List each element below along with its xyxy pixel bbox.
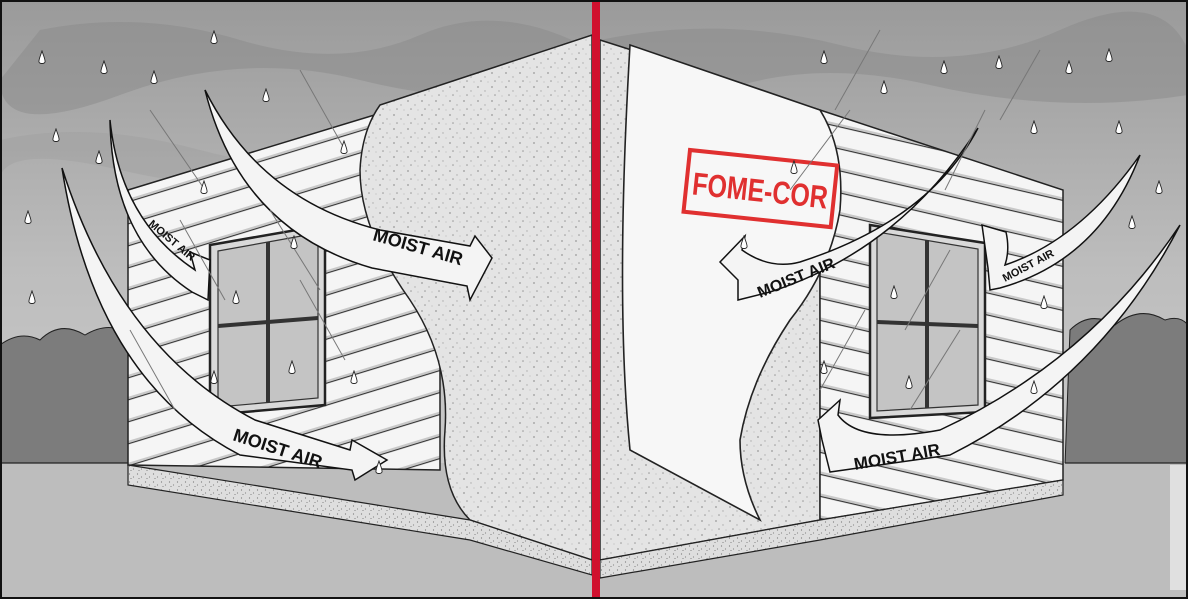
left-bushes xyxy=(0,328,130,466)
left-window xyxy=(210,225,325,415)
left-panel: MOIST AIR MOIST AIR MOIST AIR xyxy=(0,0,592,599)
right-edge-strip xyxy=(1170,465,1188,590)
right-window xyxy=(870,225,985,418)
red-divider xyxy=(592,0,600,599)
right-panel: FOME-COR MOIST AIR MOIST AIR MOIST AIR xyxy=(600,0,1188,599)
